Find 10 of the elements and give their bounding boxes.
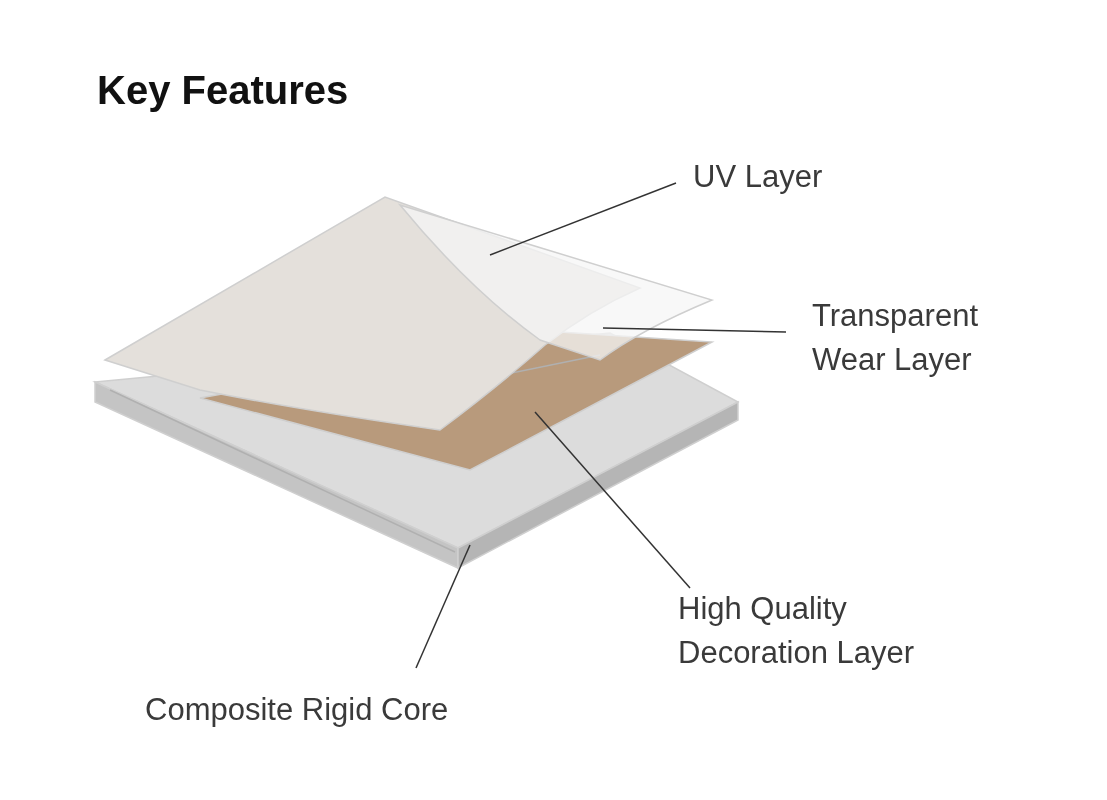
leader-line bbox=[602, 327, 787, 333]
title: Key Features bbox=[97, 68, 349, 113]
leader-line bbox=[415, 544, 471, 669]
leader-line bbox=[489, 182, 677, 256]
wear-layer-drawing bbox=[399, 204, 713, 361]
part-label: Composite Rigid Core bbox=[145, 688, 525, 732]
part-label: Transparent Wear Layer bbox=[812, 294, 1042, 382]
part-label: UV Layer bbox=[693, 155, 893, 199]
part-label: High Quality Decoration Layer bbox=[678, 587, 978, 675]
leader-line bbox=[534, 411, 691, 589]
